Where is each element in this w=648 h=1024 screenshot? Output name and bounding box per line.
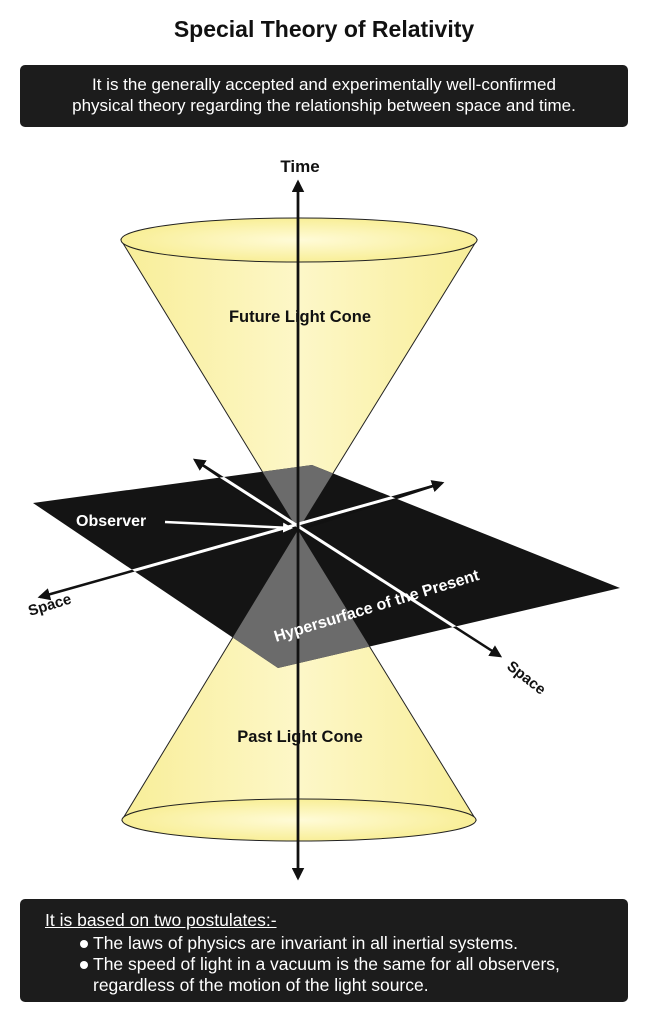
time-label: Time — [280, 157, 319, 176]
observer-arrow — [164, 520, 293, 533]
intro-line-1: It is the generally accepted and experim… — [92, 75, 556, 94]
intro-line-2: physical theory regarding the relationsh… — [72, 96, 576, 115]
hypersurface-plane — [33, 465, 620, 668]
past-cone-label: Past Light Cone — [237, 728, 363, 746]
intro-box: It is the generally accepted and experim… — [20, 65, 628, 127]
page-title: Special Theory of Relativity — [173, 16, 475, 42]
postulates-heading: It is based on two postulates:- — [45, 910, 277, 930]
postulates-box: It is based on two postulates:- The laws… — [20, 899, 628, 1002]
postulate-item: The speed of light in a vacuum is the sa… — [80, 954, 628, 996]
postulates-list: The laws of physics are invariant in all… — [45, 933, 628, 996]
future-cone-label: Future Light Cone — [229, 308, 371, 326]
postulate-item: The laws of physics are invariant in all… — [80, 933, 628, 954]
space-label-right: Space — [504, 658, 549, 699]
observer-label: Observer — [76, 513, 146, 530]
